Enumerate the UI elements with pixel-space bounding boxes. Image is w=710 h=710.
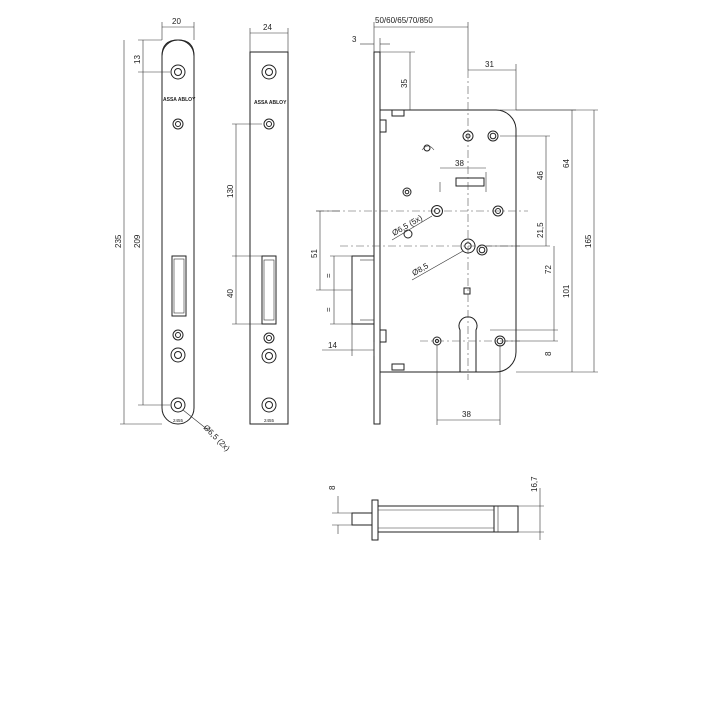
square-latch-opening [261,255,277,325]
lock-eq-lower: = [324,307,333,312]
faceplate-round-outline [161,39,195,425]
lock-dim-14: 14 [328,341,337,350]
lock-slot-spacing: 38 [455,159,464,168]
lock-right-offset: 31 [485,60,494,69]
side-bolt [351,512,373,526]
faceplate-square-latch: 40 [226,289,235,298]
lock-dim-51: 51 [310,249,319,258]
side-forend [371,499,379,541]
side-view: 8 16,7 [328,476,544,541]
lock-body-view: 38 50/60/65/70/850 3 [310,16,598,425]
lock-dim-46: 46 [536,171,545,180]
lock-backset: 50/60/65/70/850 [375,16,433,25]
lock-eq-upper: = [324,273,333,278]
faceplate-round-length: 235 [114,234,123,248]
faceplate-square-view: ASSA ABLOY 2455 24 130 40 [226,23,289,425]
lock-dim-101: 101 [562,284,571,298]
latch-bolt [351,255,375,325]
lock-bottom-spacing: 38 [462,410,471,419]
lock-dim-8: 8 [544,351,553,356]
side-bolt-label: 8 [328,485,337,490]
lock-case [380,109,517,373]
lock-plate-thickness: 3 [352,35,357,44]
lock-dim-64: 64 [562,159,571,168]
faceplate-round-width: 20 [172,17,181,26]
faceplate-round-top-hole: 13 [133,55,142,64]
faceplate-round-model: 2455 [173,418,184,423]
latch-opening [171,255,187,317]
faceplate-square-brand: ASSA ABLOY [254,100,287,106]
side-depth-label: 16,7 [530,476,539,492]
lock-dim-165: 165 [584,234,593,248]
faceplate-round-hole-spacing: 209 [133,234,142,248]
faceplate-square-model: 2455 [264,418,275,423]
lock-forend [373,51,381,425]
faceplate-round-hole-dia: Ø6,5 (2x) [202,423,232,453]
faceplate-square-outline [249,51,289,425]
lock-dim-21-5: 21,5 [536,222,545,238]
faceplate-square-width: 24 [263,23,272,32]
faceplate-round-brand: ASSA ABLOY [163,97,196,103]
lock-dim-72: 72 [544,265,553,274]
faceplate-square-upper: 130 [226,184,235,198]
faceplate-round-view: ASSA ABLOY 2455 20 13 235 209 [114,17,232,453]
lock-top-offset: 35 [400,79,409,88]
